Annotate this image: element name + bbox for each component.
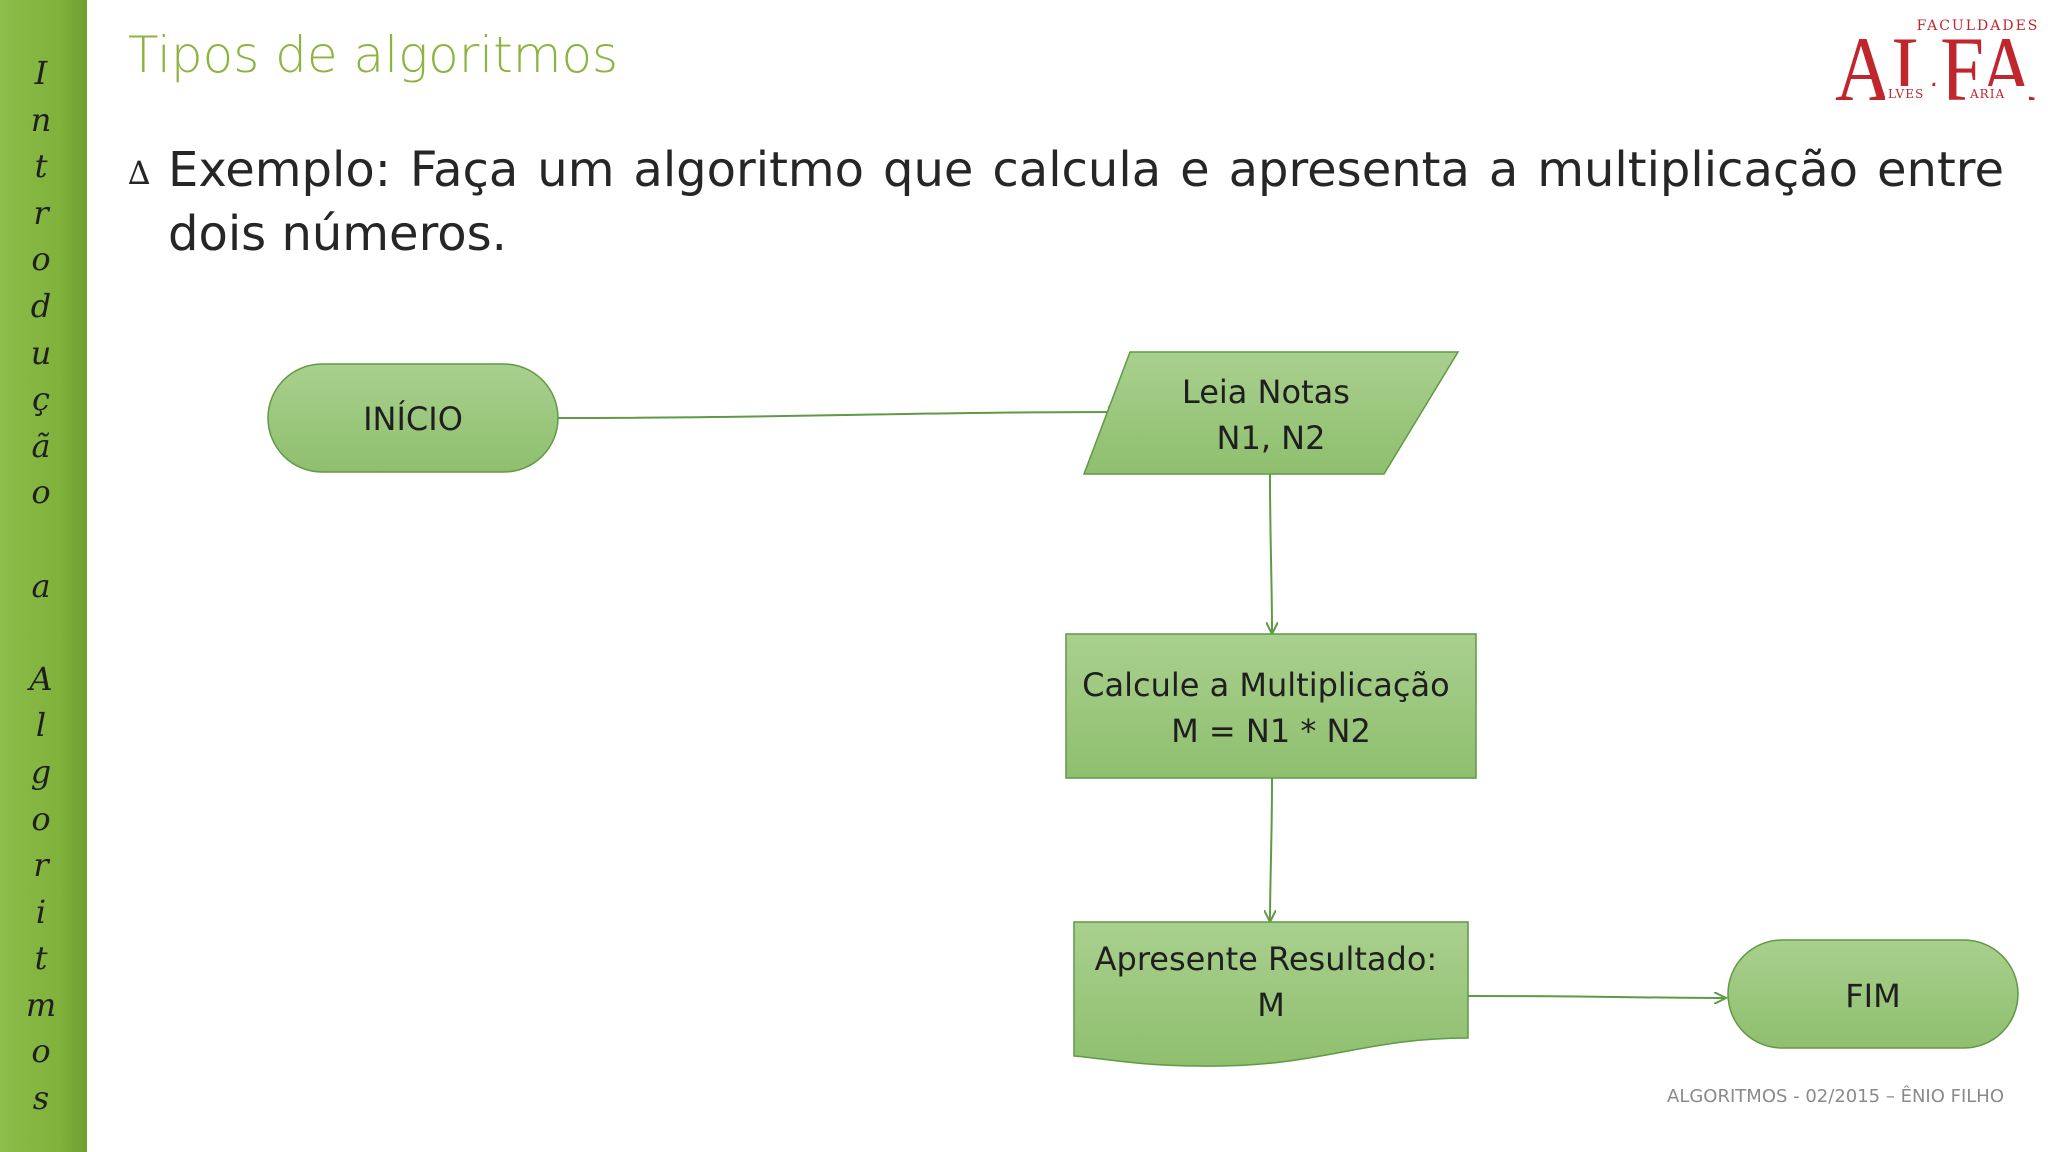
sidebar-letter: s: [32, 1079, 50, 1118]
node-inicio: INÍCIO: [267, 363, 559, 473]
node-calcule-label: Calcule a Multiplicação M = N1 * N2: [1082, 666, 1460, 750]
node-apresente-line-1: Apresente Resultado:: [1095, 940, 1438, 978]
slide-title: Tipos de algoritmos: [128, 26, 619, 84]
slide-footer: ALGORITMOS - 02/2015 – ÊNIO FILHO: [1667, 1086, 2004, 1107]
sidebar-letter: a: [31, 566, 51, 605]
logo-sub-left: LVES: [1888, 87, 1924, 101]
bullet-marker: ∆: [128, 154, 151, 192]
node-fim-label: FIM: [1845, 977, 1900, 1015]
node-fim: FIM: [1727, 939, 2019, 1049]
logo-sub-right: ARIA: [1969, 87, 2005, 101]
node-apresente: Apresente Resultado: M: [1073, 921, 1469, 1067]
edge-apresente-to-fim: [1467, 996, 1726, 998]
sidebar-letter: o: [31, 799, 51, 838]
logo-top-text: FACULDADES: [1917, 18, 2040, 34]
node-leia-notas: Leia Notas N1, N2: [1082, 351, 1460, 475]
bullet-text: Exemplo: Faça um algoritmo que calcula e…: [168, 142, 2004, 262]
sidebar-letter: m: [25, 985, 57, 1024]
bullet-point: ∆ Exemplo: Faça um algoritmo que calcula…: [128, 138, 2004, 266]
node-leia-notas-label: Leia Notas N1, N2: [1182, 373, 1360, 457]
node-calcule: Calcule a Multiplicação M = N1 * N2: [1065, 633, 1477, 779]
sidebar-letter: o: [31, 1032, 51, 1071]
sidebar-letter: r: [33, 193, 49, 232]
node-apresente-label: Apresente Resultado: M: [1095, 940, 1448, 1024]
sidebar-letter: A: [29, 659, 53, 698]
node-fim-line-1: FIM: [1845, 977, 1900, 1015]
sidebar-letter: g: [30, 752, 52, 791]
sidebar-letter: r: [33, 846, 49, 885]
node-calcule-line-2: M = N1 * N2: [1171, 712, 1371, 750]
sidebar-letter: t: [34, 939, 48, 978]
node-apresente-line-2: M: [1257, 986, 1285, 1024]
edge-calcule-to-apresente: [1270, 777, 1272, 922]
edge-leia-to-calcule: [1270, 473, 1272, 634]
edge-inicio-to-leia: [557, 412, 1120, 419]
sidebar-letter: t: [34, 147, 48, 186]
node-leia-notas-line-1: Leia Notas: [1182, 373, 1350, 411]
sidebar-letter: o: [31, 473, 51, 512]
sidebar-letter: u: [30, 333, 52, 372]
sidebar-letter: ã: [31, 426, 51, 465]
sidebar-letter: d: [30, 286, 52, 325]
sidebar-letter: ç: [32, 380, 50, 419]
sidebar-letter: I: [34, 54, 48, 92]
node-inicio-label: INÍCIO: [363, 400, 463, 438]
sidebar-letter: l: [35, 706, 47, 745]
node-calcule-line-1: Calcule a Multiplicação: [1082, 666, 1450, 704]
sidebar-letter: o: [31, 240, 51, 279]
sidebar-letter: n: [30, 100, 52, 139]
node-inicio-line-1: INÍCIO: [363, 400, 463, 438]
faculdades-alfa-logo: FACULDADES ALFA LVES ARIA: [1835, 18, 2040, 106]
node-leia-notas-line-2: N1, N2: [1217, 419, 1326, 457]
sidebar-letter: i: [35, 892, 47, 931]
